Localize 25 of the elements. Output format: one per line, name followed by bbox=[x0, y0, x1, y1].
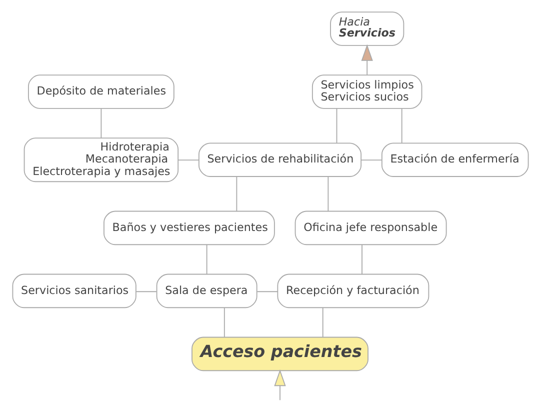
node-box: Estación de enfermería bbox=[380, 142, 528, 177]
connector bbox=[236, 176, 237, 212]
node-box: Hidroterapia Mecanoterapia Electroterapia y masajes bbox=[23, 138, 178, 182]
connector bbox=[400, 108, 402, 144]
connector bbox=[336, 108, 337, 144]
arrow bbox=[274, 369, 286, 401]
node-box: Servicios sanitarios bbox=[12, 274, 136, 308]
node-box: Hacia Servicios bbox=[330, 12, 404, 46]
connector bbox=[256, 291, 278, 292]
node-box: Servicios limpios Servicios sucios bbox=[311, 74, 422, 109]
arrow bbox=[360, 44, 372, 76]
node-box: Recepción y facturación bbox=[276, 274, 429, 308]
node-box: Acceso pacientes bbox=[191, 336, 368, 372]
connector bbox=[100, 108, 102, 139]
connector bbox=[327, 176, 328, 212]
connector bbox=[206, 244, 207, 274]
node-box: Servicios de rehabilitación bbox=[198, 142, 362, 177]
connector bbox=[223, 307, 224, 338]
connector bbox=[361, 244, 362, 274]
node-box: Sala de espera bbox=[156, 274, 257, 308]
node-box: Depósito de materiales bbox=[28, 74, 174, 109]
node-box: Oficina jefe responsable bbox=[294, 210, 446, 246]
connector bbox=[322, 307, 323, 338]
node-box: Baños y vestieres pacientes bbox=[103, 210, 274, 246]
connector bbox=[135, 291, 156, 292]
